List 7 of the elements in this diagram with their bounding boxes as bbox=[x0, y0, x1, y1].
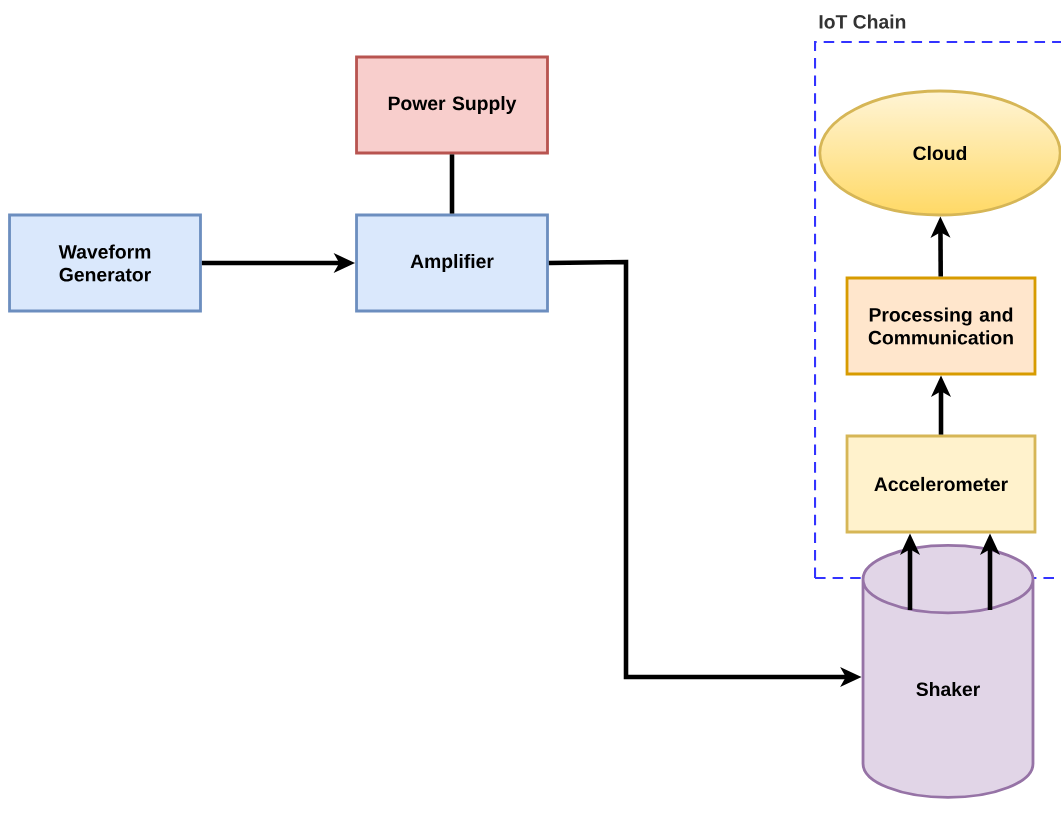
process-box: Amplifier bbox=[355, 213, 549, 313]
process-box: Processing and Communication bbox=[845, 276, 1037, 376]
group-title: IoT Chain bbox=[819, 14, 906, 29]
process-box: Waveform Generator bbox=[8, 213, 202, 313]
process-box: Power Supply bbox=[355, 55, 549, 155]
shaker-cylinder: Shaker bbox=[861, 544, 1035, 799]
process-box: Accelerometer bbox=[845, 434, 1037, 534]
